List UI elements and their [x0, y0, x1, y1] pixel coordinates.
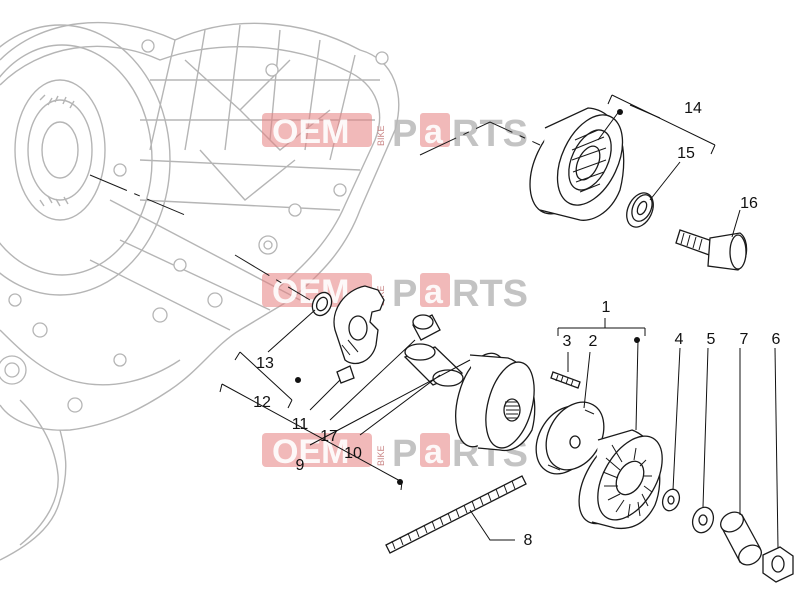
- callout-17: 17: [320, 428, 338, 445]
- callout-1: 1: [602, 299, 611, 316]
- watermark-middle: OEM BIKE P a RTS: [262, 273, 528, 315]
- callout-labels: 1 2 3 4 5 6 7 8 9 10 11 12 13 14 15 16 1…: [253, 100, 780, 549]
- svg-text:a: a: [424, 113, 444, 151]
- part-13-washer: [311, 291, 333, 317]
- part-4-washer: [661, 488, 681, 512]
- svg-text:BIKE: BIKE: [376, 125, 386, 146]
- callout-13: 13: [256, 355, 274, 372]
- part-12-ramp-plate: [333, 285, 385, 365]
- callout-12: 12: [253, 394, 271, 411]
- callout-9: 9: [296, 457, 305, 474]
- svg-text:OEM: OEM: [272, 273, 349, 311]
- callout-4: 4: [675, 331, 684, 348]
- part-3-screw: [550, 371, 581, 389]
- part-10-sleeve: [403, 343, 464, 387]
- callout-5: 5: [707, 331, 716, 348]
- svg-text:OEM: OEM: [272, 113, 349, 151]
- part-1-drive-pulley: [578, 429, 663, 530]
- callout-8: 8: [524, 532, 533, 549]
- svg-text:P: P: [392, 113, 417, 155]
- svg-text:a: a: [424, 273, 444, 311]
- callout-6: 6: [772, 331, 781, 348]
- part-7-spacer: [720, 511, 762, 566]
- callout-3: 3: [563, 333, 572, 350]
- callout-16: 16: [740, 195, 758, 212]
- svg-text:a: a: [424, 433, 444, 471]
- callout-10: 10: [344, 445, 362, 462]
- part-2-cam-plate: [535, 401, 605, 475]
- svg-text:P: P: [392, 273, 417, 315]
- svg-text:BIKE: BIKE: [376, 445, 386, 466]
- reference-dots: [295, 109, 640, 485]
- svg-text:OEM: OEM: [272, 433, 349, 471]
- assembly-axis-lines: [89, 121, 541, 301]
- callout-2: 2: [589, 333, 598, 350]
- part-9-pulley-half: [455, 352, 536, 452]
- callout-15: 15: [677, 145, 695, 162]
- callout-11: 11: [292, 416, 309, 433]
- part-6-nut: [762, 546, 794, 583]
- svg-text:P: P: [392, 433, 417, 475]
- part-14-roller: [529, 107, 625, 221]
- leader-lines: [219, 94, 779, 549]
- crankcase-bolts: [0, 39, 389, 413]
- clutch-housing-faint: [0, 24, 171, 296]
- callout-14: 14: [684, 100, 702, 117]
- part-11-slider: [336, 365, 355, 384]
- crankcase-cover-outline: [0, 21, 400, 561]
- part-16-bolt: [675, 229, 748, 271]
- part-8-belt: [385, 475, 527, 554]
- watermark-top: OEM BIKE P a RTS: [262, 113, 528, 155]
- part-5-washer: [691, 506, 715, 534]
- callout-7: 7: [740, 331, 749, 348]
- svg-text:RTS: RTS: [452, 273, 528, 315]
- part-15-bearing: [626, 192, 654, 228]
- watermark-bottom: OEM BIKE P a RTS: [262, 433, 528, 475]
- part-17-bushing: [412, 314, 441, 341]
